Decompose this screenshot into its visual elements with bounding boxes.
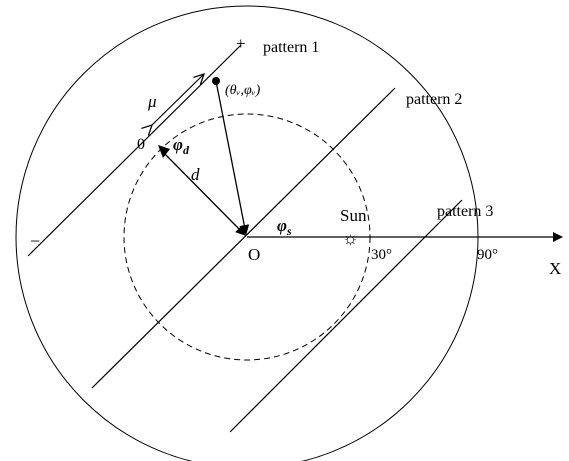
sign-minus: − [30, 231, 40, 251]
view-vector [215, 80, 250, 235]
view-point-label: (θᵥ,φᵥ) [225, 83, 261, 98]
view-point-dot [212, 77, 220, 85]
angle-30-label: 30° [371, 247, 392, 263]
origin-label: O [248, 245, 260, 264]
sign-plus: + [236, 34, 246, 53]
phi-s-subscript: s [286, 224, 292, 238]
axis-x-label: X [549, 259, 561, 278]
outer-circle-90 [15, 5, 479, 461]
mu-label: μ [147, 92, 157, 111]
pattern-1-label: pattern 1 [263, 39, 319, 56]
zero-label: 0 [137, 136, 145, 153]
pattern-3-label: pattern 3 [437, 203, 493, 220]
phi-d-subscript: d [183, 143, 190, 157]
phi-s-symbol: φ [277, 216, 287, 235]
sun-icon: ☼ [342, 228, 359, 248]
phi-d-arrowhead [158, 145, 170, 158]
pattern-2-label: pattern 2 [406, 91, 462, 108]
phi-d-label: φd [173, 135, 190, 157]
mu-arrow [152, 74, 204, 125]
d-label: d [191, 165, 200, 184]
angle-90-label: 90° [477, 247, 498, 263]
phi-s-label: φs [277, 216, 292, 238]
sun-label: Sun [340, 206, 367, 225]
phi-d-symbol: φ [173, 135, 183, 154]
pattern-3-line [229, 199, 463, 433]
pattern-2-line [91, 87, 396, 389]
d-vector [159, 148, 246, 236]
pattern-1-line [27, 44, 242, 257]
